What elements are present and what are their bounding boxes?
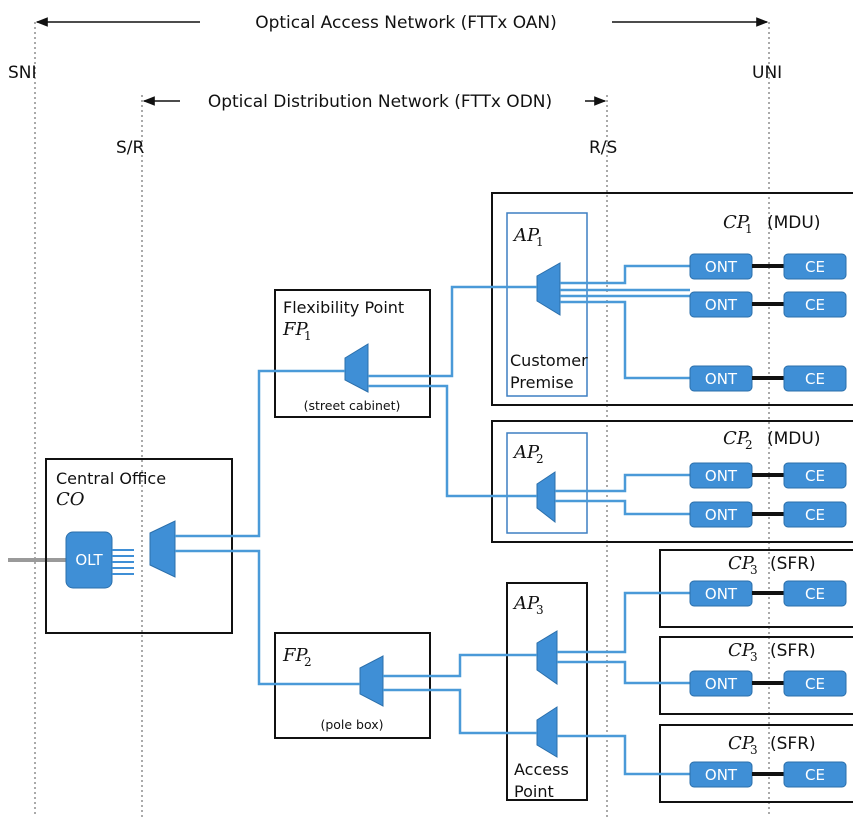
- odn-label: Optical Distribution Network (FTTx ODN): [208, 92, 552, 112]
- oan-label: Optical Access Network (FTTx OAN): [255, 13, 557, 33]
- ap3-sub: 3: [536, 603, 544, 617]
- central-office-box: [45, 458, 233, 634]
- fp1-note: (street cabinet): [304, 398, 401, 413]
- ce-device: [783, 580, 847, 607]
- ap1-box: [506, 212, 588, 397]
- ce-device: [783, 253, 847, 280]
- ont-label: ONT: [705, 766, 738, 784]
- fp1-abbr: FP: [282, 319, 308, 340]
- r-s-label: R/S: [589, 138, 617, 158]
- ont-ce-row-1: ONT CE: [689, 253, 847, 280]
- cp3a-type: (SFR): [770, 554, 816, 574]
- cp2-sub: 2: [745, 438, 753, 452]
- central-office-abbr: CO: [56, 489, 85, 510]
- ont-label: ONT: [705, 675, 738, 693]
- ce-label: CE: [805, 766, 825, 784]
- fp1-box: [274, 289, 431, 418]
- co-splitter: [149, 520, 176, 578]
- ap3-abbr: AP: [512, 593, 540, 614]
- cp3b-box: [659, 636, 853, 715]
- ap1-abbr: AP: [512, 225, 540, 246]
- fp2-box: [274, 632, 431, 739]
- ont-ce-row-8: ONT CE: [689, 761, 847, 788]
- ont-ce-row-4: ONT CE: [689, 462, 847, 489]
- fiber-links: [175, 264, 690, 776]
- ce-label: CE: [805, 467, 825, 485]
- ce-label: CE: [805, 370, 825, 388]
- ap3-splitter-1: [536, 630, 558, 685]
- ont-ce-row-5: ONT CE: [689, 501, 847, 528]
- olt-label: OLT: [75, 551, 103, 569]
- central-office-title: Central Office: [56, 469, 166, 488]
- ce-device: [783, 365, 847, 392]
- cp3a-sub: 3: [750, 563, 758, 577]
- olt-ports: [112, 549, 134, 575]
- ap1-splitter: [536, 262, 561, 316]
- cp3b-sub: 3: [750, 650, 758, 664]
- ont-ce-row-7: ONT CE: [689, 670, 847, 697]
- cp2-box: [491, 420, 853, 543]
- ont-label: ONT: [705, 296, 738, 314]
- ont-label: ONT: [705, 370, 738, 388]
- cp3c-abbr: CP: [728, 733, 755, 754]
- ap2-splitter: [536, 471, 556, 524]
- cp1-abbr: CP: [723, 212, 750, 233]
- ce-label: CE: [805, 506, 825, 524]
- olt-device: [65, 531, 113, 589]
- ap2-sub: 2: [536, 452, 544, 466]
- cp1-box: [491, 192, 853, 406]
- cp1-sub: 1: [745, 222, 753, 236]
- cp3a-box: [659, 549, 853, 628]
- cp3a-abbr: CP: [728, 553, 755, 574]
- sni-label: SNI: [8, 63, 37, 83]
- fp2-abbr: FP: [282, 645, 308, 666]
- s-r-label: S/R: [116, 138, 145, 158]
- ce-device: [783, 670, 847, 697]
- uni-label: UNI: [752, 63, 782, 83]
- ap1-line2: Premise: [510, 373, 574, 392]
- ap3-line1: Access: [514, 760, 569, 779]
- cp1-type: (MDU): [767, 213, 820, 233]
- fp1-sub: 1: [304, 329, 312, 343]
- ont-ce-row-6: ONT CE: [689, 580, 847, 607]
- ont-ce-row-2: ONT CE: [689, 291, 847, 318]
- ap2-box: [506, 432, 588, 534]
- cp3c-box: [659, 724, 853, 803]
- cp3c-type: (SFR): [770, 734, 816, 754]
- ce-device: [783, 761, 847, 788]
- cp3b-type: (SFR): [770, 641, 816, 661]
- ont-ce-row-3: ONT CE: [689, 365, 847, 392]
- cp2-type: (MDU): [767, 429, 820, 449]
- ce-label: CE: [805, 585, 825, 603]
- ce-label: CE: [805, 296, 825, 314]
- ce-label: CE: [805, 258, 825, 276]
- fp2-sub: 2: [304, 655, 312, 669]
- ont-label: ONT: [705, 585, 738, 603]
- ap2-abbr: AP: [512, 442, 540, 463]
- ont-label: ONT: [705, 506, 738, 524]
- ce-device: [783, 501, 847, 528]
- ap3-line2: Point: [514, 782, 554, 801]
- ap3-box: [506, 582, 588, 801]
- fp1-splitter: [344, 343, 369, 393]
- ap1-line1: Customer: [510, 351, 588, 370]
- ont-label: ONT: [705, 467, 738, 485]
- ont-label: ONT: [705, 258, 738, 276]
- cp3c-sub: 3: [750, 743, 758, 757]
- cp3b-abbr: CP: [728, 640, 755, 661]
- fp2-note: (pole box): [320, 717, 383, 732]
- ce-label: CE: [805, 675, 825, 693]
- ce-device: [783, 462, 847, 489]
- ap3-splitter-2: [536, 706, 558, 758]
- fp2-splitter: [359, 655, 384, 707]
- cp2-abbr: CP: [723, 428, 750, 449]
- fp1-title: Flexibility Point: [283, 298, 404, 317]
- ce-device: [783, 291, 847, 318]
- ap1-sub: 1: [536, 235, 544, 249]
